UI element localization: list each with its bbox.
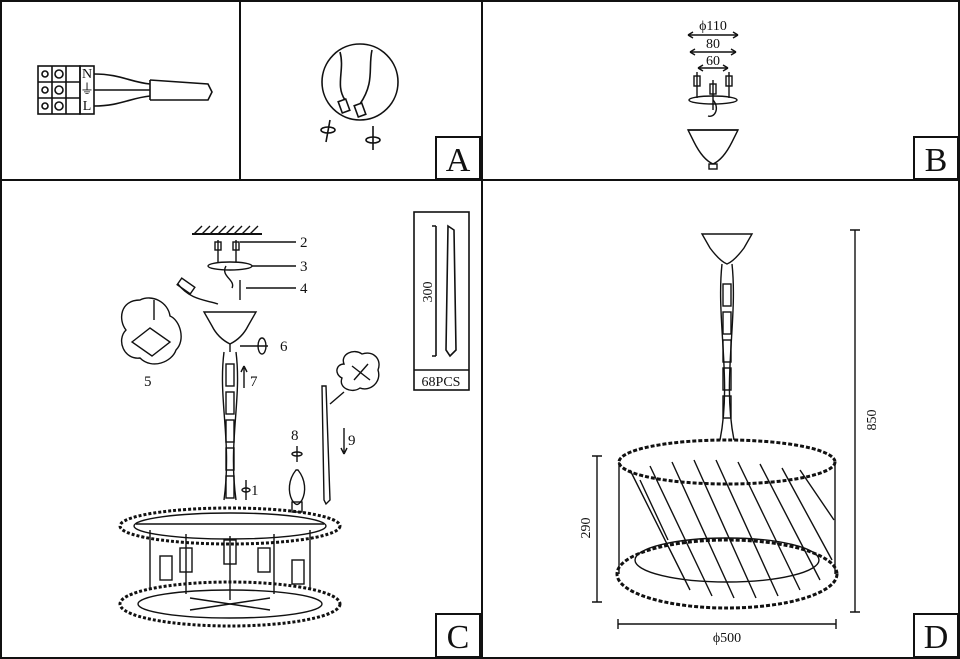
- crystal-count-label: 68PCS: [422, 375, 461, 390]
- panel-c-label-text: C: [447, 619, 470, 656]
- dimension-diameter: ϕ500: [713, 631, 741, 646]
- panel-label-d: D: [913, 613, 959, 658]
- assembly-exploded-view: [118, 225, 380, 628]
- terminal-n-label: N: [82, 67, 92, 82]
- callout-1: 1: [251, 483, 259, 499]
- crystal-length-label: 300: [421, 282, 436, 303]
- dimension-height-body: 290: [579, 518, 594, 539]
- callout-6: 6: [280, 339, 288, 355]
- panel-b-label-text: B: [925, 142, 948, 179]
- panel-label-b: B: [913, 136, 959, 180]
- callout-4: 4: [300, 281, 308, 297]
- wiring-terminal-block: [37, 65, 213, 115]
- panel-a-label-text: A: [446, 142, 471, 179]
- terminal-l-label: L: [83, 99, 92, 114]
- finished-chandelier-drawing: [592, 229, 860, 629]
- dimension-outer: ϕ110: [699, 19, 727, 34]
- canopy-bracket-drawing: [686, 31, 740, 170]
- terminal-earth-label: ⏚: [80, 82, 94, 98]
- callout-5: 5: [144, 374, 152, 390]
- dimension-inner: 60: [706, 54, 720, 69]
- panel-label-a: A: [435, 136, 481, 180]
- callout-7: 7: [250, 374, 258, 390]
- dimension-height-total: 850: [865, 410, 880, 431]
- crystal-count-box: [413, 211, 470, 391]
- callout-9: 9: [348, 433, 356, 449]
- callout-3: 3: [300, 259, 308, 275]
- wire-connector-detail: [320, 43, 399, 150]
- callout-8: 8: [291, 428, 299, 444]
- panel-label-c: C: [435, 613, 481, 658]
- dimension-mid: 80: [706, 37, 720, 52]
- panel-d-label-text: D: [924, 619, 949, 656]
- callout-2: 2: [300, 235, 308, 251]
